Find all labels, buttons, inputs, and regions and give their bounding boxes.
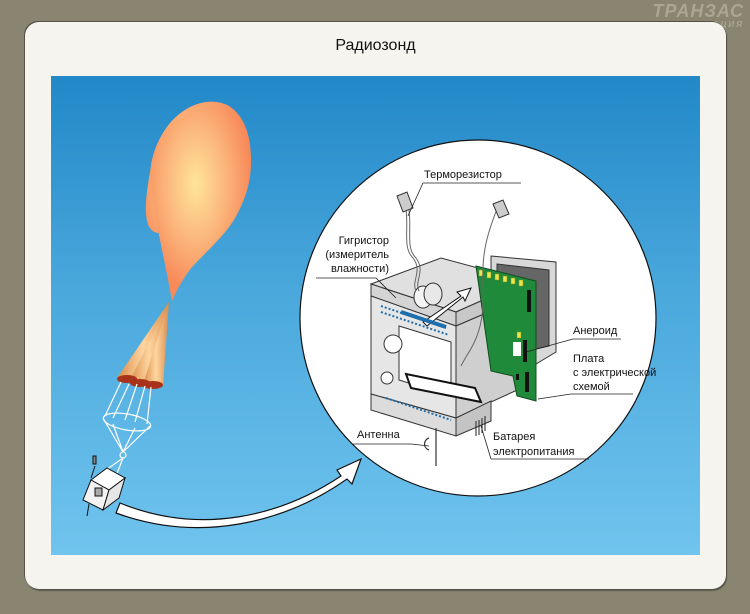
label-board-1: Плата (573, 353, 605, 365)
label-hygristor-3: влажности) (331, 263, 389, 275)
parachute-icon (102, 302, 169, 477)
circuit-board (475, 265, 537, 402)
label-aneroid: Анероид (573, 325, 618, 337)
balloon-icon (145, 101, 251, 301)
label-antenna: Антенна (357, 429, 401, 441)
label-thermistor: Терморезистор (424, 169, 502, 181)
label-battery-1: Батарея (493, 431, 535, 443)
page-title: Радиозонд (335, 37, 416, 54)
label-hygristor-1: Гигристор (339, 235, 389, 247)
label-battery-2: электропитания (493, 446, 574, 458)
label-board-2: с электрической (573, 367, 656, 379)
radiosonde-icon (82, 455, 126, 517)
diagram-panel: Терморезистор Гигристор (измеритель влаж… (51, 76, 700, 555)
radiosonde-detail: Терморезистор Гигристор (измеритель влаж… (299, 139, 657, 497)
content-card: Радиозонд (25, 22, 726, 589)
label-hygristor-2: (измеритель (325, 249, 389, 261)
diagram-svg: Терморезистор Гигристор (измеритель влаж… (82, 101, 657, 529)
label-board-3: схемой (573, 381, 610, 393)
logo-line-1: ТРАНЗАС (652, 1, 744, 21)
curved-arrow-icon (115, 457, 363, 529)
